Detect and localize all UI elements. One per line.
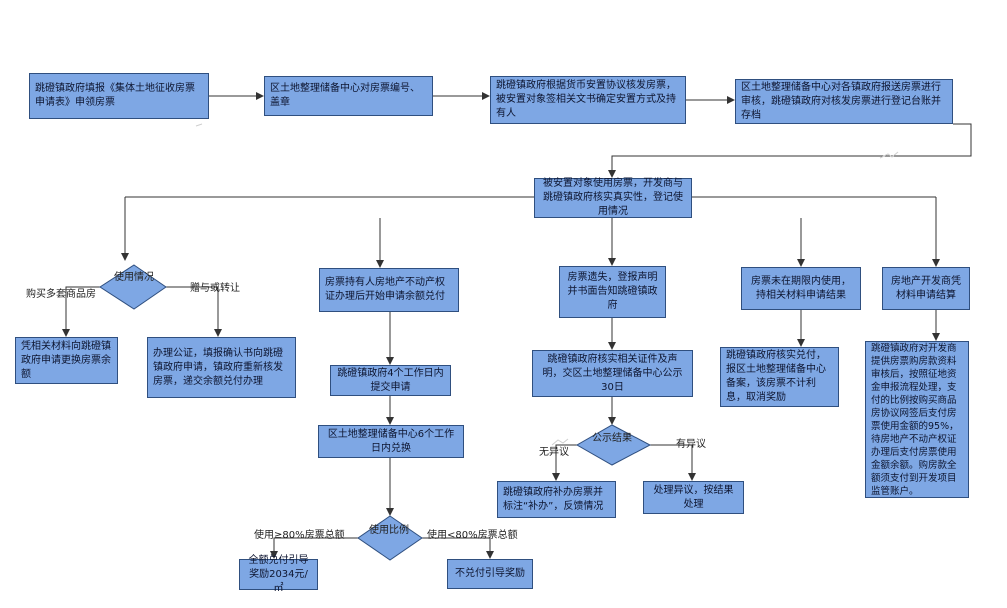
edge-label-under-80: 使用<80%房票总额: [427, 530, 518, 541]
edge-label-gift-transfer: 赠与或转让: [190, 283, 240, 294]
edge-label-objection: 有异议: [676, 439, 706, 450]
process-box-number-stamp: 区土地整理储备中心对房票编号、盖章: [264, 76, 433, 116]
process-box-full-redeem: 全额兑付引导奖励2034元/㎡: [239, 555, 318, 594]
process-box-reissue-ticket: 跳磴镇政府补办房票并标注“补办”，反馈情况: [497, 481, 616, 518]
process-box-submit-4days: 跳磴镇政府4个工作日内提交申请: [330, 365, 451, 396]
process-box-use-ticket: 被安置对象使用房票，开发商与跳磴镇政府核实真实性，登记使用情况: [534, 178, 692, 218]
process-box-balance-redeem: 房票持有人房地产不动产权证办理后开始申请余额兑付: [319, 268, 459, 312]
edge-label-no-objection: 无异议: [539, 447, 569, 458]
watermark-mark: [551, 438, 569, 446]
decision-label-publicity: 公示结果: [592, 433, 632, 444]
process-box-notarize: 办理公证，填报确认书向跳磴镇政府申请，镇政府重新核发房票，递交余额兑付办理: [147, 337, 296, 398]
process-box-exchange-6days: 区土地整理储备中心6个工作日内兑换: [318, 425, 464, 458]
process-box-review-register: 区土地整理储备中心对各镇政府报送房票进行审核，跳磴镇政府对核发房票进行登记台账并…: [735, 79, 953, 124]
process-box-issue-ticket: 跳磴镇政府根据货币安置协议核发房票，被安置对象签相关文书确定安置方式及持有人: [490, 76, 686, 124]
decision-shape-ratio: [357, 515, 423, 561]
process-box-developer-settle: 房地产开发商凭材料申请结算: [882, 267, 970, 310]
process-box-unused-ticket: 房票未在期限内使用，持相关材料申请结果: [741, 267, 861, 310]
watermark-mark: [195, 123, 203, 127]
edge-label-multiple-houses: 购买多套商品房: [26, 289, 96, 300]
decision-label-ratio: 使用比例: [369, 525, 409, 536]
process-box-lost-ticket: 房票遗失，登报声明并书面告知跳磴镇政府: [559, 266, 666, 318]
process-box-handle-objection: 处理异议，按结果处理: [643, 481, 744, 514]
decision-shape-publicity: [575, 424, 652, 466]
arrow-b4-b5: [608, 123, 972, 178]
decision-shape-usage: [99, 264, 167, 310]
edge-label-over-80: 使用≥80%房票总额: [254, 530, 345, 541]
process-box-no-reward: 不兑付引导奖励: [447, 559, 533, 589]
process-box-apply-ticket: 跳磴镇政府填报《集体土地征收房票申请表》申领房票: [29, 73, 209, 119]
process-box-verify-redeem: 跳磴镇政府核实兑付，报区土地整理储备中心备案，该房票不计利息，取消奖励: [720, 347, 839, 407]
watermark-mark: [879, 151, 899, 159]
process-box-developer-review: 跳磴镇政府对开发商提供房票购房款资料审核后，按照征地资金申报流程处理，支付的比例…: [865, 341, 969, 498]
process-box-replace-balance: 凭相关材料向跳磴镇政府申请更换房票余额: [15, 337, 118, 384]
decision-label-usage: 使用情况: [114, 272, 154, 283]
process-box-verify-publicize: 跳磴镇政府核实相关证件及声明，交区土地整理储备中心公示30日: [532, 350, 693, 397]
